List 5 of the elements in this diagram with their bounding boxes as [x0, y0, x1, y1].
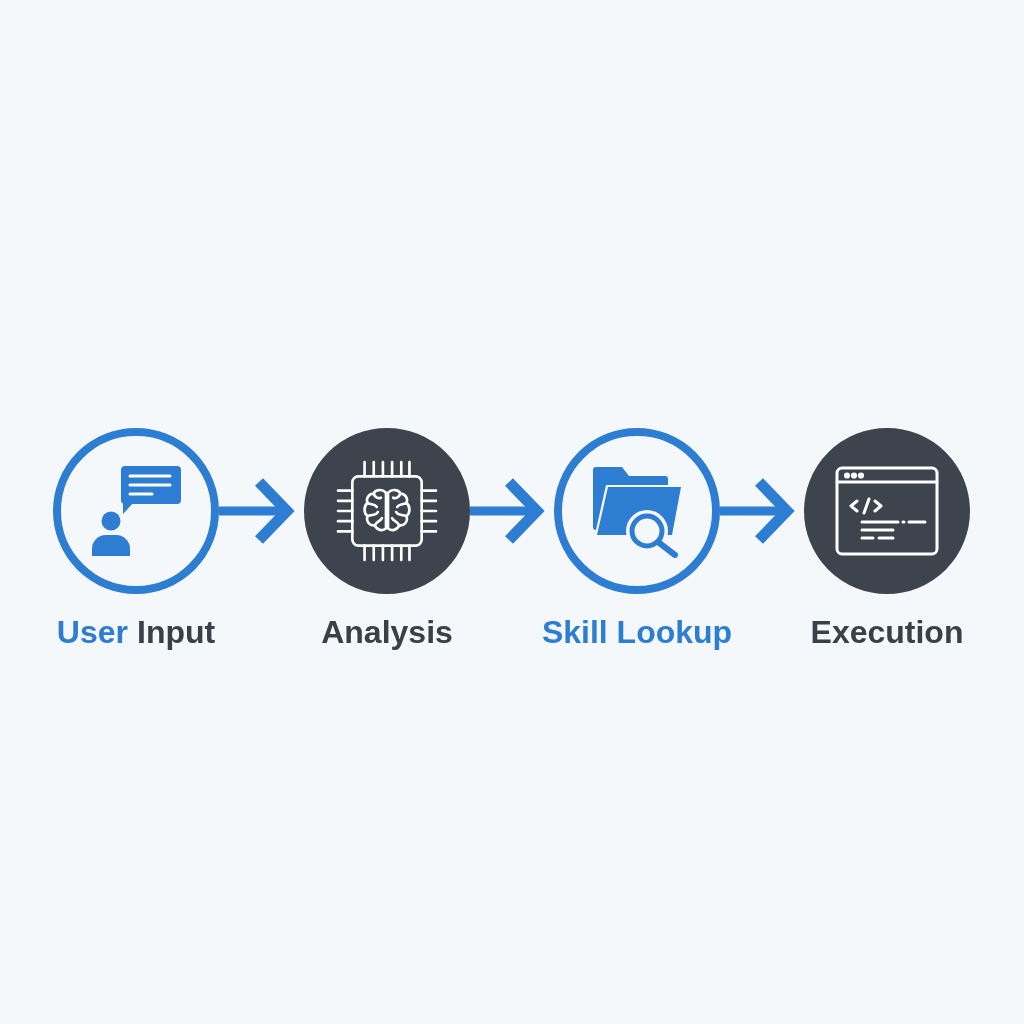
step-label: Input: [137, 616, 216, 648]
step-label: Analysis: [321, 616, 453, 648]
step-label: Execution: [810, 616, 964, 648]
step-label: Skill Lookup: [541, 616, 733, 648]
step-label: User: [56, 616, 128, 648]
